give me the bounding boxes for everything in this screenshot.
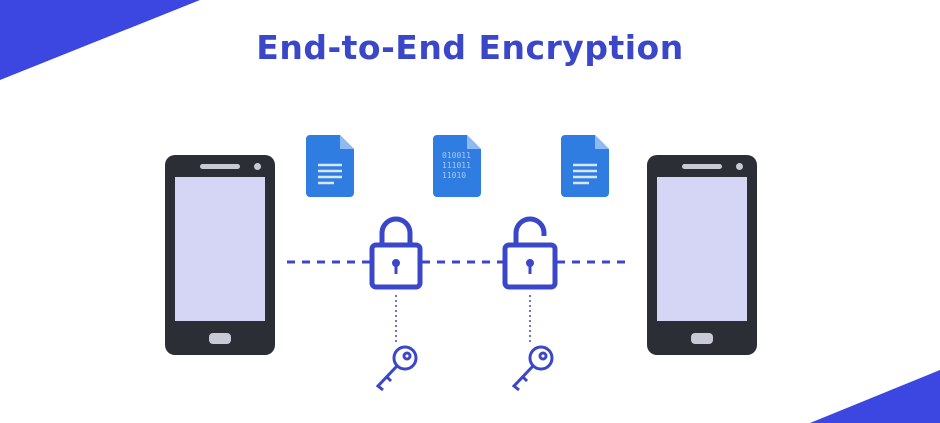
document-icon [561,135,609,197]
phone-screen [175,177,265,321]
key-icon [511,345,554,392]
lock-closed-icon [369,216,423,290]
sender-phone [165,155,275,355]
top-left-triangle [0,0,200,80]
binary-line: 010011 [442,151,471,160]
bottom-right-triangle [810,370,940,423]
key-icon [375,345,418,392]
phone-screen [657,177,747,321]
document-icon [306,135,354,197]
receiver-phone [647,155,757,355]
binary-line: 11010 [442,171,467,180]
lock-open-icon [502,216,558,290]
binary-line: 111011 [442,161,471,170]
page-title: End-to-End Encryption [256,28,684,67]
